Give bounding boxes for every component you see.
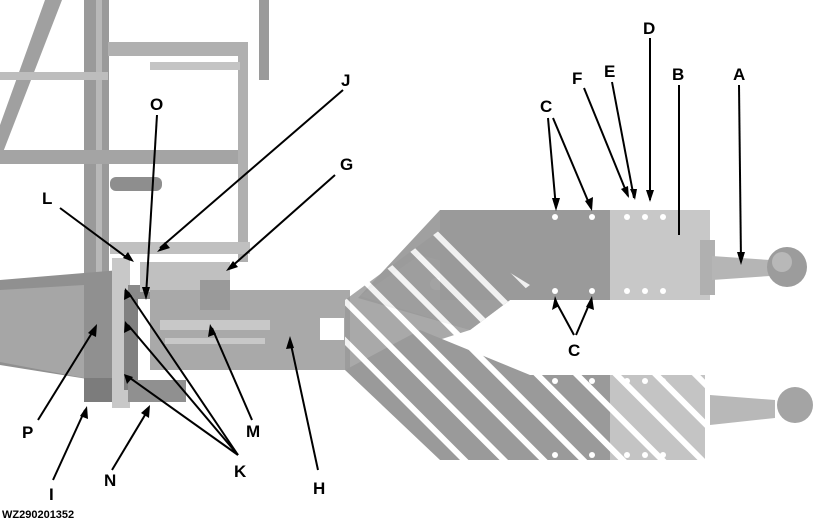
callout-p: P — [22, 423, 33, 442]
figure-id: WZ290201352 — [2, 509, 75, 521]
leader-lines — [37, 38, 745, 481]
callout-a: A — [733, 65, 745, 84]
callout-d: D — [643, 19, 655, 38]
callout-l: L — [42, 189, 52, 208]
callout-g: G — [340, 155, 353, 174]
hitch-frame — [140, 262, 350, 370]
callout-i: I — [49, 485, 54, 504]
callout-f: F — [572, 69, 582, 88]
callout-k: K — [234, 462, 247, 481]
callout-j: J — [341, 71, 350, 90]
callout-b: B — [672, 65, 684, 84]
callout-n: N — [104, 471, 116, 490]
callout-h: H — [313, 479, 325, 498]
callout-e: E — [604, 62, 615, 81]
callout-labels: A B C C D E F G H I J K L M N O P — [22, 19, 745, 504]
callout-m: M — [246, 422, 260, 441]
callout-c-bottom: C — [568, 341, 580, 360]
upper-frame — [0, 0, 269, 380]
lower-drawbar — [345, 230, 813, 460]
bolt-holes — [552, 214, 666, 458]
callout-o: O — [150, 95, 163, 114]
callout-c-top: C — [540, 97, 552, 116]
